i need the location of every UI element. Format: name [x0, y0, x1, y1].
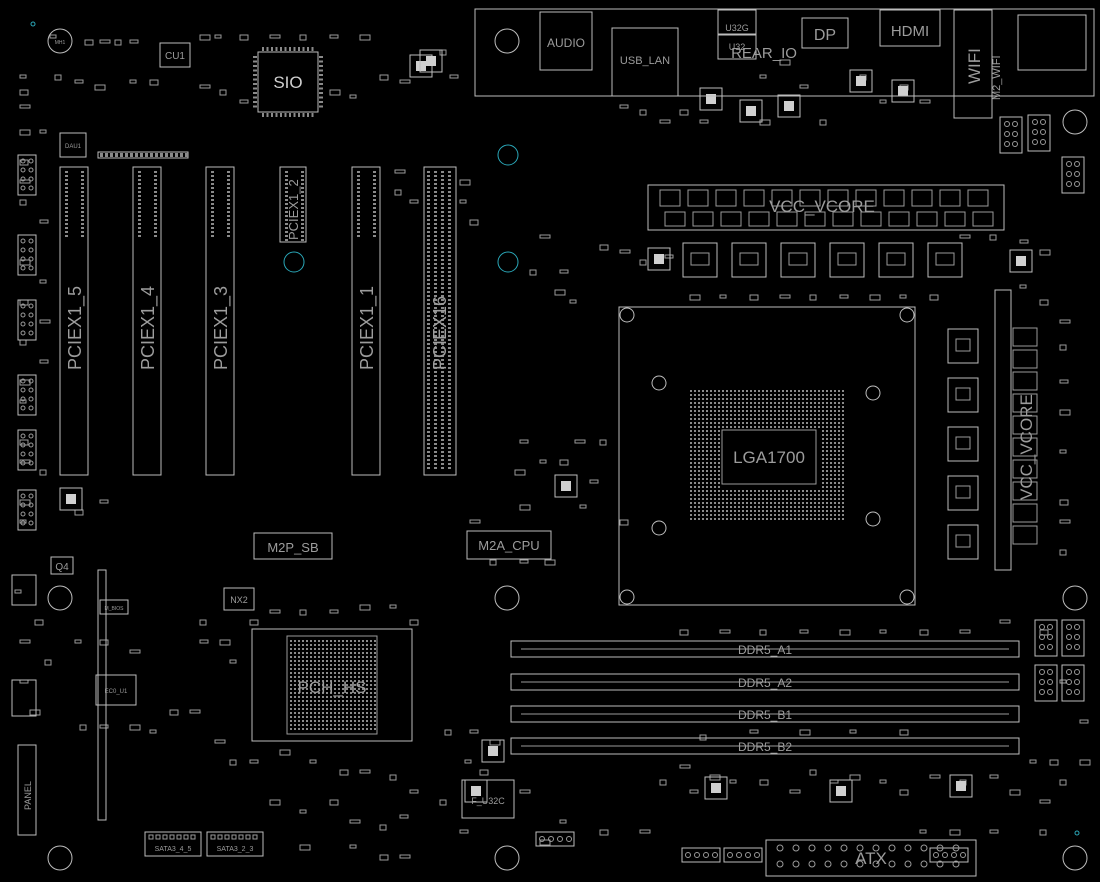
ddr5-a1-slot [510, 640, 1020, 658]
mount-hole [283, 251, 305, 273]
atx-connector: ATX [765, 839, 977, 877]
mount-hole [30, 21, 36, 27]
ddr5-a2-label: DDR5_A2 [738, 676, 792, 690]
pciex1-2-label: PCIEX1_2 [286, 179, 301, 240]
m-bios-label: M_BIOS [105, 606, 125, 612]
pciex1-4-label: PCIEX1_4 [138, 286, 159, 370]
sata-2-3-label: SATA3_2_3 [217, 846, 254, 853]
cu1-label: CU1 [165, 51, 185, 62]
pciex1-3-slot [205, 166, 235, 476]
pciex1-5-label: PCIEX1_5 [65, 286, 86, 370]
mount-hole [1074, 830, 1080, 836]
m2a-cpu-label: M2A_CPU [478, 538, 539, 553]
u32g-label: U32G [725, 23, 749, 33]
rear-io-label: REAR_IO [731, 45, 797, 62]
pciex1-1-slot [351, 166, 381, 476]
sio-chip: SIO [257, 51, 319, 113]
ddr5-b2-label: DDR5_B2 [738, 740, 792, 754]
wifi-module [953, 9, 993, 119]
m2p-sb-slot: M2P_SB [253, 532, 333, 560]
m-bios-chip: M_BIOS [99, 599, 129, 615]
usb-lan-label: USB_LAN [620, 55, 670, 67]
u32-label: U32 [729, 42, 746, 52]
dimm-slots: DDR5_A1 DDR5_A2 DDR5_B1 DDR5_B2 [510, 640, 1020, 755]
sio-label: SIO [273, 73, 302, 92]
pciex1-1-label: PCIEX1_1 [357, 286, 378, 370]
panel-header: PANEL [17, 744, 37, 836]
cu1-chip: CU1 [159, 42, 191, 68]
vrm-top-label: VCC_VCORE [769, 197, 875, 216]
m2a-cpu-slot: M2A_CPU [466, 530, 552, 560]
ddr5-b1-label: DDR5_B1 [738, 708, 792, 722]
u32g-port [717, 9, 757, 35]
screw-pads: MH1 [47, 28, 1088, 871]
wifi-label: WIFI [965, 48, 984, 84]
hdmi-port [879, 9, 941, 47]
hdmi-label: HDMI [891, 23, 929, 40]
pciex1-2-slot [279, 166, 307, 243]
audio-port-right [1017, 14, 1087, 71]
audio-jack [539, 11, 593, 71]
sata-4-5-connector: SATA3_4_5 [144, 831, 202, 857]
audio-label: AUDIO [547, 36, 585, 50]
f-u32c-label: F_U32C [471, 796, 505, 806]
panel-label: PANEL [23, 781, 33, 810]
u32-port [717, 34, 757, 60]
pciex16-label: PCIEX16 [430, 296, 450, 370]
pciex1-5-slot [59, 166, 89, 476]
dau1-chip: DAU1 [59, 132, 87, 158]
dp-label: DP [814, 27, 836, 44]
pciex1-3-label: PCIEX1_3 [211, 286, 232, 370]
rear-io-area: AUDIO USB_LAN U32G U32 REAR_IO DP HDMI W… [474, 8, 1095, 119]
pcie-slots: PCIEX1_5 PCIEX1_4 PCIEX1_3 PCIEX1_2 PCIE… [59, 166, 457, 476]
nx2-part: NX2 [223, 587, 255, 611]
ddr5-b2-slot [510, 737, 1020, 755]
q4-label: Q4 [55, 562, 69, 573]
pch-chip: PCH_HS [251, 628, 413, 742]
pciex1-4-slot [132, 166, 162, 476]
ddr5-b1-slot [510, 705, 1020, 723]
sata-2-3-connector: SATA3_2_3 [206, 831, 264, 857]
pciex16-slot [423, 166, 457, 476]
cpu-socket: LGA1700 [618, 306, 916, 606]
ddr5-a2-slot [510, 673, 1020, 691]
sata-4-5-label: SATA3_4_5 [155, 846, 192, 853]
ec-chip: EC0_U1 [95, 674, 137, 706]
dau1-label: DAU1 [65, 144, 82, 150]
vrm-right-label: VCC_VCORE [1017, 394, 1036, 500]
f-u32c-header: F_U32C [461, 779, 515, 819]
screw-pad-label: MH1 [55, 40, 66, 46]
m2-wifi-label: M2_WIFI [991, 55, 1003, 100]
q4-part: Q4 [50, 556, 74, 575]
mount-hole [497, 251, 519, 273]
dp-port [801, 17, 849, 49]
mount-holes [30, 21, 1080, 836]
usb-lan-port [611, 27, 679, 97]
nx2-label: NX2 [230, 595, 248, 605]
m2p-sb-label: M2P_SB [267, 540, 318, 555]
atx-label: ATX [855, 849, 887, 868]
ddr5-a1-label: DDR5_A1 [738, 643, 792, 657]
mount-hole [497, 144, 519, 166]
pch-label: PCH_HS [298, 678, 367, 697]
lga-label: LGA1700 [733, 448, 805, 467]
ec-label: EC0_U1 [105, 689, 128, 695]
